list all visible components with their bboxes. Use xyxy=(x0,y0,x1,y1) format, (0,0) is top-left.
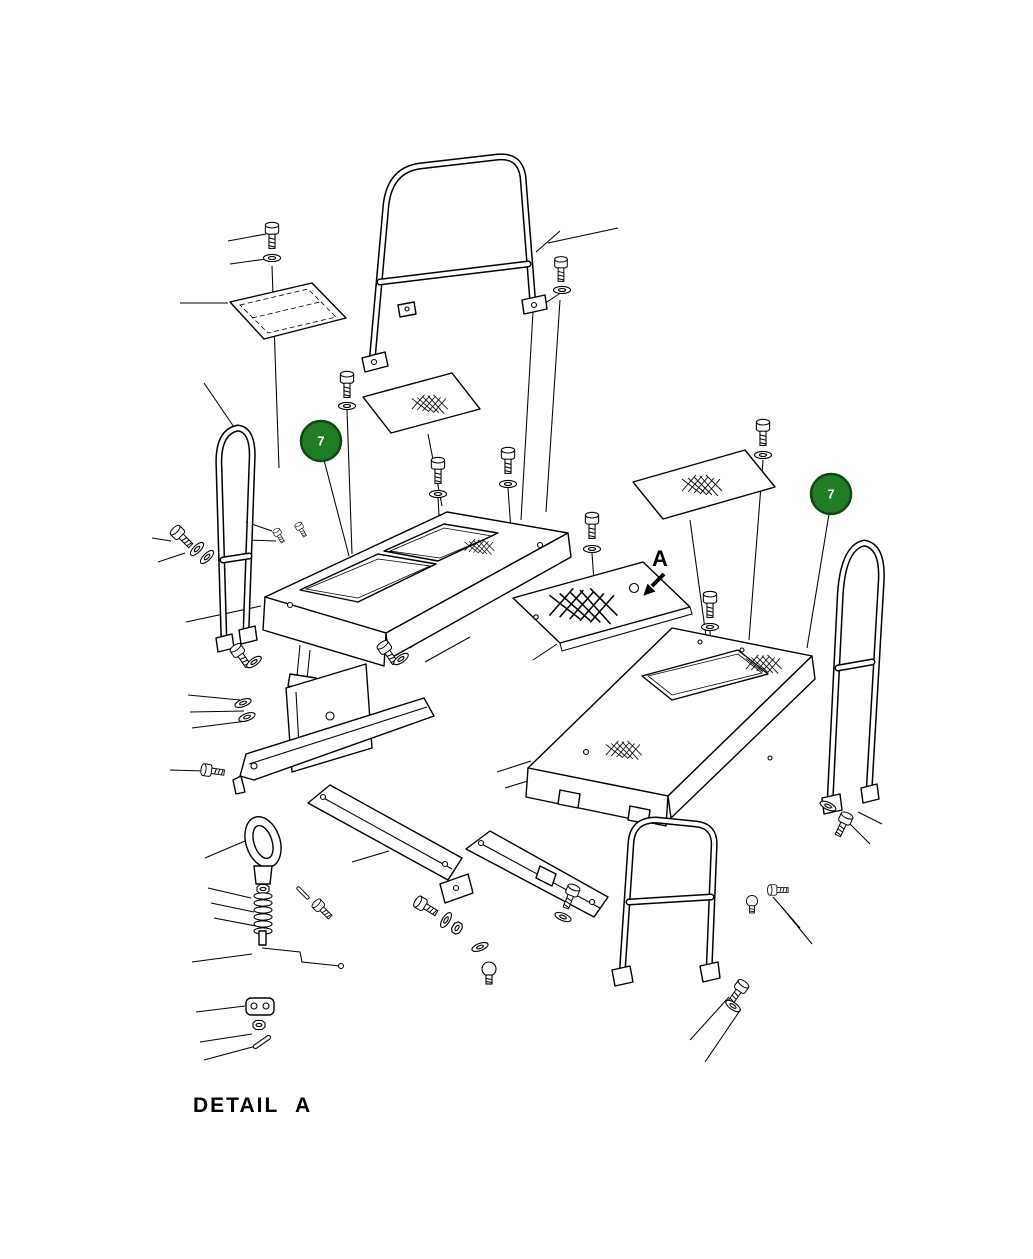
cotter-pin xyxy=(252,1034,272,1050)
lower-left-bracket xyxy=(232,697,435,795)
arrow-shaft xyxy=(650,572,666,588)
left-handrail xyxy=(215,424,258,653)
bolt xyxy=(430,456,446,484)
left-chassis-panel xyxy=(262,511,572,691)
washer xyxy=(428,489,448,499)
bolt xyxy=(554,256,568,282)
badge-circle[interactable] xyxy=(299,419,343,463)
washer xyxy=(337,401,357,411)
washer xyxy=(700,622,720,632)
washer xyxy=(553,909,573,925)
access-panel-detail-a xyxy=(512,561,693,652)
bolt xyxy=(264,221,280,249)
bolt xyxy=(168,523,196,551)
nut xyxy=(256,883,270,895)
bolt xyxy=(411,894,441,920)
vent-panel-left xyxy=(362,372,481,434)
badge-circle[interactable] xyxy=(809,472,853,516)
nut xyxy=(449,919,465,937)
bolt xyxy=(310,897,335,922)
badge-number: 7 xyxy=(317,434,324,449)
part-badge-7-right[interactable]: 7 xyxy=(809,472,853,516)
angle-clip xyxy=(439,873,474,904)
badge-number: 7 xyxy=(827,487,834,502)
detail-a-caption: DETAIL A xyxy=(193,1094,312,1117)
bolt xyxy=(584,511,600,539)
floor-bracket-right xyxy=(465,830,609,918)
part-badge-7-left[interactable]: 7 xyxy=(299,419,343,463)
bolt xyxy=(199,762,226,779)
washer xyxy=(498,479,518,489)
cover-plate-top-left xyxy=(229,282,347,340)
spacer xyxy=(295,885,311,901)
knob-bolt xyxy=(745,894,759,914)
washer xyxy=(262,253,282,263)
stud xyxy=(293,520,309,539)
knob-bolt xyxy=(481,961,497,985)
nut xyxy=(252,1019,266,1031)
right-handrail xyxy=(821,539,885,815)
bolt xyxy=(755,418,771,446)
washer xyxy=(582,544,602,554)
washer xyxy=(470,940,490,954)
spring xyxy=(253,892,273,935)
washer xyxy=(233,696,253,710)
floor-bracket-left xyxy=(307,784,463,881)
right-chassis-panel xyxy=(525,627,816,827)
washer xyxy=(437,910,455,930)
clevis-bracket xyxy=(245,997,275,1016)
arrow-head-icon xyxy=(643,583,656,596)
washer xyxy=(197,547,217,567)
washer xyxy=(753,450,773,460)
section-a-callout: A xyxy=(643,546,668,596)
lower-support-frame xyxy=(611,816,721,987)
washer xyxy=(552,285,572,295)
stud xyxy=(271,526,287,545)
vent-panel-right xyxy=(632,449,776,520)
bolt xyxy=(500,446,516,474)
control-handle-assembly xyxy=(244,816,345,970)
bolt xyxy=(702,590,718,618)
bolt xyxy=(339,370,355,398)
roll-bar-frame xyxy=(361,153,548,373)
section-a-label: A xyxy=(652,546,668,571)
bolt xyxy=(767,884,789,896)
